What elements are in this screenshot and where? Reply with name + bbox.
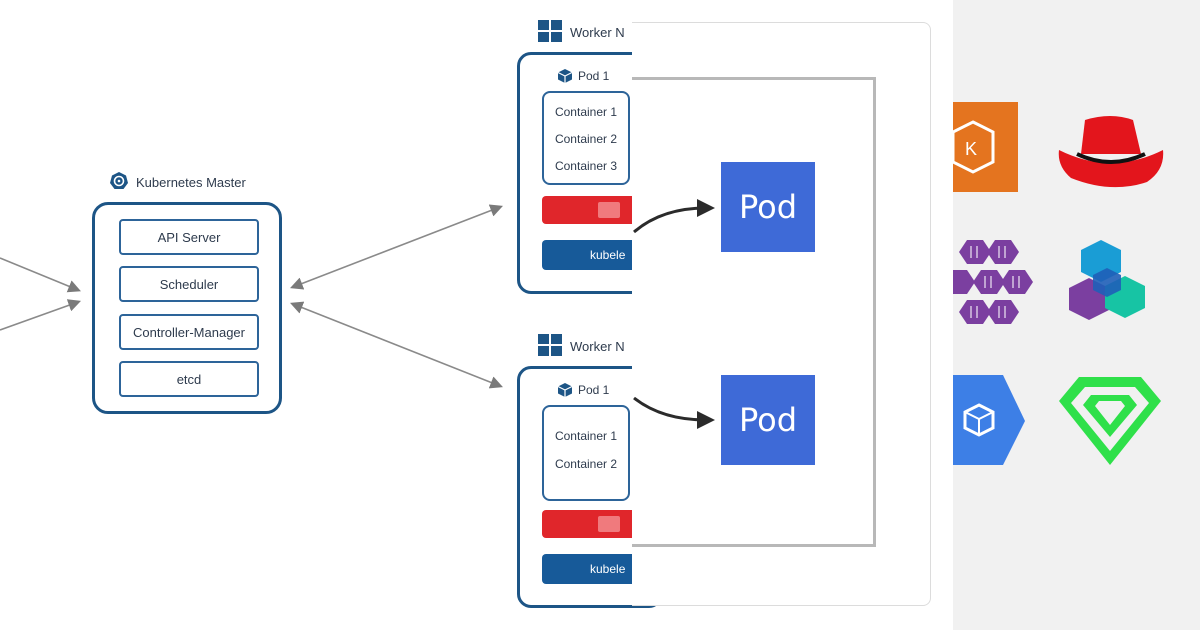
curved-arrow-2 <box>633 396 715 429</box>
arrow-left-in-2 <box>0 299 82 331</box>
container-label: Container 1 <box>554 429 618 443</box>
container-label: Container 3 <box>554 159 618 173</box>
pod-arrows <box>633 199 715 429</box>
pod-panel <box>632 22 931 606</box>
etcd-box: etcd <box>119 361 259 397</box>
worker-node-icon <box>538 334 562 356</box>
container-label: Container 2 <box>554 457 618 471</box>
provider-logos: K <box>953 0 1200 630</box>
arrow-master-worker-1 <box>290 204 503 290</box>
diagram-arrows <box>0 204 503 389</box>
api-server-box: API Server <box>119 219 259 255</box>
svg-text:K: K <box>965 139 977 159</box>
arrow-left-in-1 <box>0 257 81 293</box>
worker-title-1: Worker N <box>570 25 625 40</box>
container-label: Container 2 <box>554 132 618 146</box>
arrow-master-worker-2 <box>290 301 503 389</box>
red-hat-icon <box>1058 116 1164 188</box>
pod-label-2: Pod 1 <box>578 383 610 397</box>
pod-cube-icon <box>558 69 572 83</box>
controller-manager-box: Controller-Manager <box>119 314 259 350</box>
kubernetes-wheel-icon <box>110 172 128 189</box>
pod-box-1: Pod <box>721 162 815 252</box>
pod-box-2: Pod <box>721 375 815 465</box>
worker-node-icon <box>538 20 562 42</box>
master-node: API Server Scheduler Controller-Manager … <box>92 202 282 414</box>
master-title: Kubernetes Master <box>136 175 246 190</box>
google-kubernetes-engine-icon <box>953 375 1025 465</box>
azure-kubernetes-service-icon <box>953 240 1033 324</box>
curved-arrow-1 <box>633 199 715 234</box>
worker-title-2: Worker N <box>570 339 625 354</box>
pod-label-1: Pod 1 <box>578 69 610 83</box>
pod-panel-frame <box>632 77 876 547</box>
pod-cube-icon <box>558 383 572 397</box>
container-label: Container 1 <box>554 105 618 119</box>
amazon-eks-icon: K <box>953 102 1018 192</box>
hexagon-cluster-icon <box>1069 240 1145 320</box>
container-group-2: Container 1 Container 2 <box>542 405 630 501</box>
green-diamond-icon <box>1059 377 1161 465</box>
scheduler-box: Scheduler <box>119 266 259 302</box>
container-group-1: Container 1 Container 2 Container 3 <box>542 91 630 185</box>
